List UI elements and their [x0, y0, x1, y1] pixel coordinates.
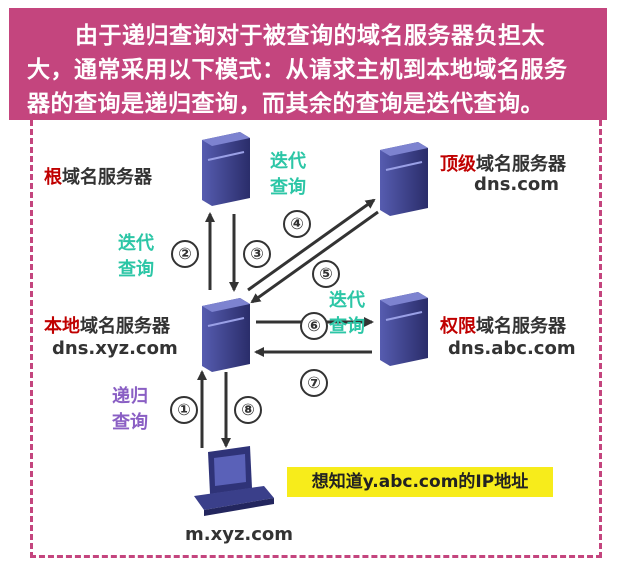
step-badge-2: ② — [171, 240, 199, 268]
local-server-icon — [202, 298, 250, 372]
step-badge-5: ⑤ — [312, 260, 340, 288]
arrow-step-5 — [250, 210, 379, 304]
step-badge-3: ③ — [243, 240, 271, 268]
auth-server-host: dns.abc.com — [448, 338, 576, 359]
tld-server-label: 顶级域名服务器 — [440, 154, 566, 175]
local-server-host: dns.xyz.com — [52, 338, 178, 359]
dashed-border — [30, 120, 602, 558]
root-server-icon — [202, 132, 250, 206]
step-badge-8: ⑧ — [234, 396, 262, 424]
iterative-label-right: 迭代查询 — [329, 290, 365, 337]
header-banner: 由于递归查询对于被查询的域名服务器负担太 大，通常采用以下模式：从请求主机到本地… — [9, 8, 607, 120]
tld-server-host: dns.com — [474, 174, 560, 195]
recursive-label: 递归查询 — [112, 386, 148, 433]
header-line-2: 大，通常采用以下模式：从请求主机到本地域名服务 — [27, 57, 568, 83]
step-badge-4: ④ — [283, 210, 311, 238]
step-badge-6: ⑥ — [300, 312, 328, 340]
step-badge-1: ① — [170, 396, 198, 424]
step-badge-7: ⑦ — [300, 369, 328, 397]
arrow-step-4 — [247, 198, 376, 292]
client-host: m.xyz.com — [185, 524, 294, 545]
note-box: 想知道y.abc.com的IP地址 — [287, 467, 553, 497]
iterative-label-top: 迭代查询 — [270, 151, 306, 198]
client-computer-icon — [194, 446, 274, 516]
tld-server-icon — [380, 142, 428, 216]
auth-server-icon — [380, 292, 428, 366]
local-server-label: 本地域名服务器 — [44, 316, 170, 337]
header-line-1: 由于递归查询对于被查询的域名服务器负担太 — [75, 23, 545, 49]
iterative-label-left: 迭代查询 — [118, 233, 154, 280]
root-server-label: 根域名服务器 — [44, 167, 152, 188]
header-line-3: 器的查询是递归查询，而其余的查询是迭代查询。 — [27, 91, 544, 117]
auth-server-label: 权限域名服务器 — [440, 316, 566, 337]
